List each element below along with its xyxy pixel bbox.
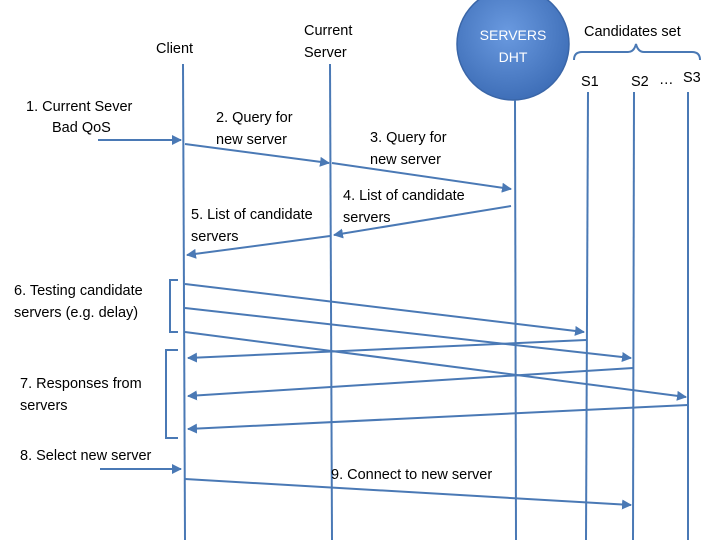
step2-label-line2: new server — [216, 132, 287, 148]
candidates-set-label: Candidates set — [584, 24, 681, 40]
s1-lifeline — [585, 91, 589, 540]
response-arrow-s1 — [187, 339, 587, 363]
step7-label-line2: servers — [20, 398, 68, 414]
s2-lifeline — [632, 91, 635, 540]
step5-label-line1: 5. List of candidate — [191, 207, 313, 223]
step3-label-line2: new server — [370, 152, 441, 168]
current-server-label-line1: Current — [304, 23, 352, 39]
step5-arrow — [186, 235, 331, 259]
s3-label: S3 — [683, 70, 701, 86]
step4-label-line1: 4. List of candidate — [343, 188, 465, 204]
step2-label-line1: 2. Query for — [216, 110, 293, 126]
step4-arrow — [333, 205, 512, 239]
dht-label-line1: SERVERS — [480, 27, 547, 43]
current-server-label-line2: Server — [304, 45, 347, 61]
step5-label-line2: servers — [191, 229, 239, 245]
ellipsis-label: … — [659, 72, 674, 88]
test-arrow-s2 — [184, 307, 632, 362]
step2-arrow — [184, 143, 330, 167]
step1-label-line2: Bad QoS — [52, 120, 111, 136]
response-arrow-s2 — [187, 367, 634, 401]
client-lifeline — [182, 63, 186, 540]
step9-arrow — [184, 478, 632, 510]
s1-label: S1 — [581, 74, 599, 90]
candidates-brace — [573, 43, 701, 61]
step4-label-line2: servers — [343, 210, 391, 226]
step7-label-line1: 7. Responses from — [20, 376, 142, 392]
step1-label-line1: 1. Current Sever — [26, 99, 133, 115]
step7-brace — [165, 349, 178, 439]
step8-label: 8. Select new server — [20, 448, 152, 464]
step3-arrow — [331, 162, 512, 193]
dht-node — [456, 0, 570, 101]
dht-label-line2: DHT — [499, 49, 528, 65]
step6-brace — [169, 279, 178, 333]
client-label: Client — [156, 41, 193, 57]
s2-label: S2 — [631, 74, 649, 90]
response-arrow-s3 — [187, 404, 689, 434]
test-arrow-s3 — [184, 331, 687, 401]
step9-label: 9. Connect to new server — [331, 467, 492, 483]
test-arrow-s1 — [184, 283, 585, 336]
step3-label-line1: 3. Query for — [370, 130, 447, 146]
dht-lifeline — [514, 99, 517, 540]
step6-label-line1: 6. Testing candidate — [14, 283, 143, 299]
step6-label-line2: servers (e.g. delay) — [14, 305, 138, 321]
